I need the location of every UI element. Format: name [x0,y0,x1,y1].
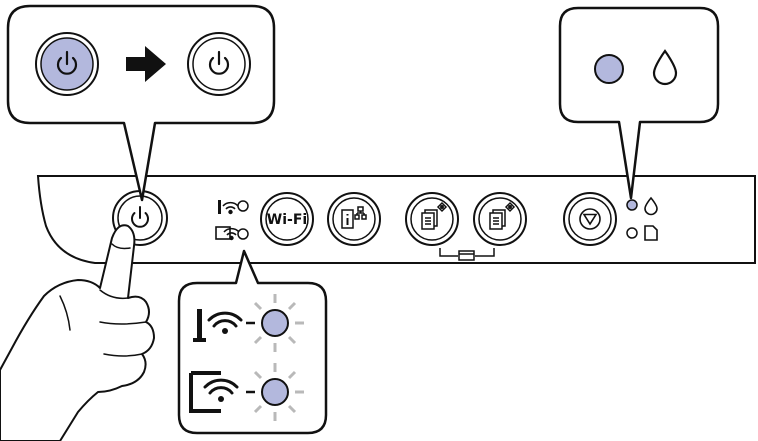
arrow-right-icon [126,46,166,82]
panel-ink-led [626,199,638,211]
hand-finger-lines [59,243,147,357]
panel-paper-led [626,227,638,239]
panel-wifi-router-icon [218,200,239,215]
copy-bw-button[interactable] [405,192,459,246]
ink-led-lit [594,54,624,84]
wifi-button[interactable]: Wi-Fi [260,192,314,246]
panel-paper-icon [644,225,658,241]
stop-button[interactable] [563,192,617,246]
ink-drop-icon [652,49,678,86]
power-callout-bubble [6,4,276,202]
wifi-direct-icon [189,371,239,413]
power-button-lit [35,32,99,96]
wifi-direct-led-flashing [253,363,304,421]
power-icon [208,50,230,75]
power-icon [56,50,78,75]
wifi-router-icon [193,309,243,342]
ink-callout-bubble [558,6,720,200]
copy-buttons-bracket [439,248,495,261]
copy-color-button[interactable] [473,192,527,246]
panel-ink-drop-icon [644,196,658,216]
copy-color-icon [489,201,516,230]
copy-bw-icon [421,201,448,230]
pointing-hand-icon [0,224,155,441]
network-status-icon [341,206,367,229]
network-status-button[interactable] [327,192,381,246]
stop-icon [579,208,601,230]
panel-wifi-led [237,200,249,212]
wifi-led-flashing [253,294,304,352]
power-button-off [187,32,251,96]
panel-wifi-direct-led [237,228,249,240]
power-icon [131,206,149,228]
wifi-button-label: Wi-Fi [267,212,307,228]
